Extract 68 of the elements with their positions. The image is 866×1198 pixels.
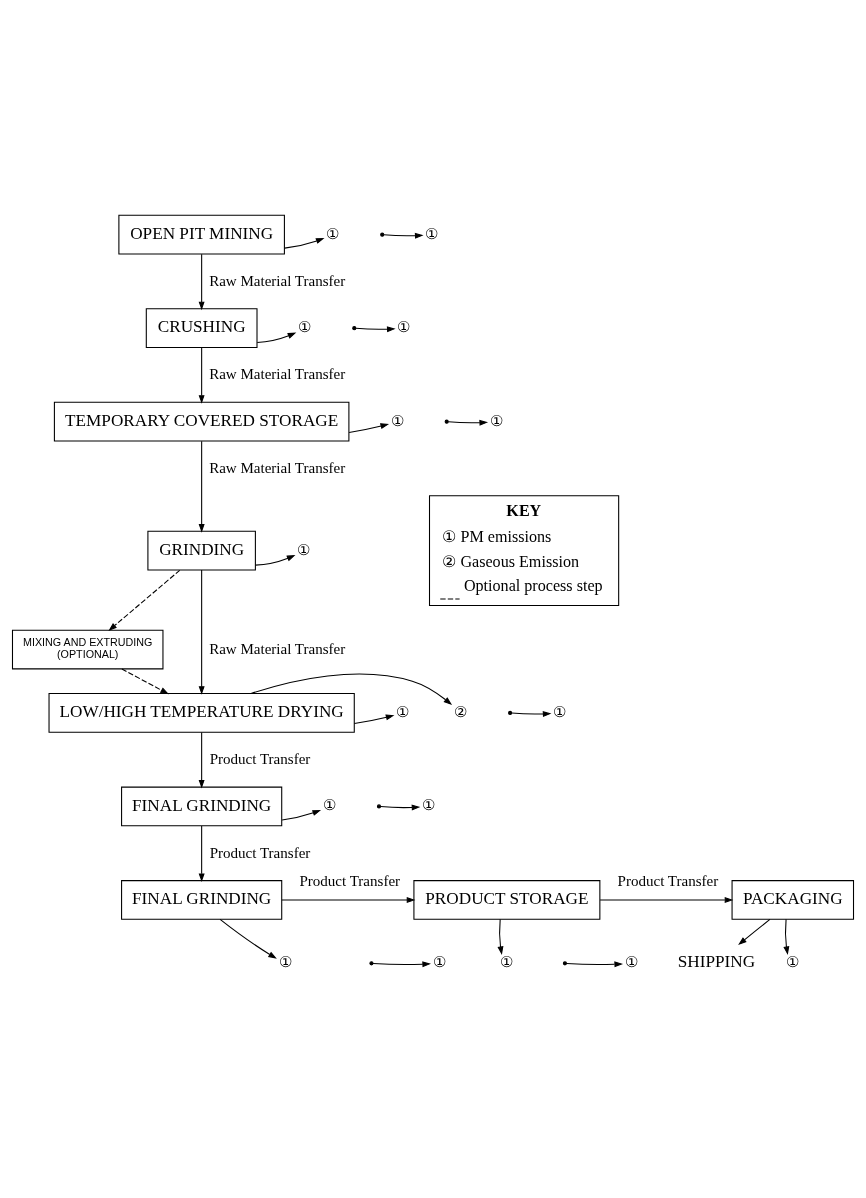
edge-label: Raw Material Transfer — [209, 641, 346, 658]
arrow — [281, 896, 416, 903]
node-box: GRINDING — [147, 530, 256, 571]
arrow — [380, 804, 421, 811]
arrow — [738, 918, 771, 945]
arrow — [254, 555, 296, 566]
node-text: ① — [396, 703, 410, 720]
node-text: ① — [432, 954, 446, 971]
arrow — [599, 896, 734, 903]
node-box: FINAL GRINDING — [121, 880, 283, 920]
arrow — [348, 423, 390, 433]
edge-label: Raw Material Transfer — [209, 366, 346, 383]
arrow — [281, 810, 322, 821]
arrow — [783, 918, 790, 956]
node-text: ① — [326, 225, 340, 242]
node-text: SHIPPING — [677, 952, 756, 972]
node-text: ① — [489, 412, 503, 429]
node-text: ① — [500, 954, 514, 971]
arrow — [284, 238, 325, 249]
node-text: ① — [421, 797, 435, 814]
edge-label: Product Transfer — [209, 751, 311, 768]
arrow — [198, 825, 205, 882]
node-box: OPEN PIT MINING — [118, 214, 285, 255]
arrow — [511, 710, 552, 717]
arrow — [256, 332, 297, 344]
arrow — [198, 731, 205, 789]
node-box: CRUSHING — [145, 308, 258, 349]
arrow — [250, 673, 453, 705]
node-text: ② — [454, 703, 468, 720]
node-text: ① — [278, 954, 292, 971]
node-text: ① — [425, 225, 439, 242]
node-text: ① — [625, 954, 639, 971]
arrow — [108, 569, 181, 631]
arrow — [497, 918, 504, 956]
arrow — [353, 714, 395, 725]
arrow — [447, 419, 489, 426]
legend-label: ① PM emissions — [442, 528, 552, 546]
legend-label: ② Gaseous Emission — [442, 552, 580, 570]
node-text: ① — [297, 541, 311, 558]
node-text: ① — [786, 954, 800, 971]
arrow — [565, 961, 624, 968]
arrow — [198, 440, 205, 533]
node-box: LOW/HIGH TEMPERATURE DRYING — [48, 693, 355, 733]
edge-label: Product Transfer — [617, 872, 719, 889]
legend-label: Optional process step — [463, 577, 603, 595]
arrow — [219, 918, 277, 959]
node-text: ① — [553, 703, 567, 720]
node-text: ① — [397, 319, 411, 336]
arrow — [372, 961, 431, 968]
node-box: PRODUCT STORAGE — [413, 880, 601, 920]
arrow — [198, 569, 205, 695]
arrow — [383, 232, 424, 239]
arrow — [198, 347, 205, 404]
label: KEY — [506, 502, 542, 520]
node-text: ① — [323, 797, 337, 814]
edge-label: Product Transfer — [299, 872, 401, 889]
edge-label: Product Transfer — [209, 844, 311, 861]
node-box: TEMPORARY COVERED STORAGE — [53, 401, 350, 442]
arrow — [121, 668, 169, 695]
arrow — [355, 326, 396, 333]
node-box: PACKAGING — [731, 880, 855, 920]
node-box: MIXING AND EXTRUDING (OPTIONAL) — [11, 629, 164, 670]
node-text: ① — [390, 412, 404, 429]
node-box: FINAL GRINDING — [121, 786, 283, 827]
node-text: ① — [298, 319, 312, 336]
arrow — [198, 253, 205, 311]
edge-label: Raw Material Transfer — [209, 459, 346, 476]
edge-label: Raw Material Transfer — [209, 272, 346, 289]
